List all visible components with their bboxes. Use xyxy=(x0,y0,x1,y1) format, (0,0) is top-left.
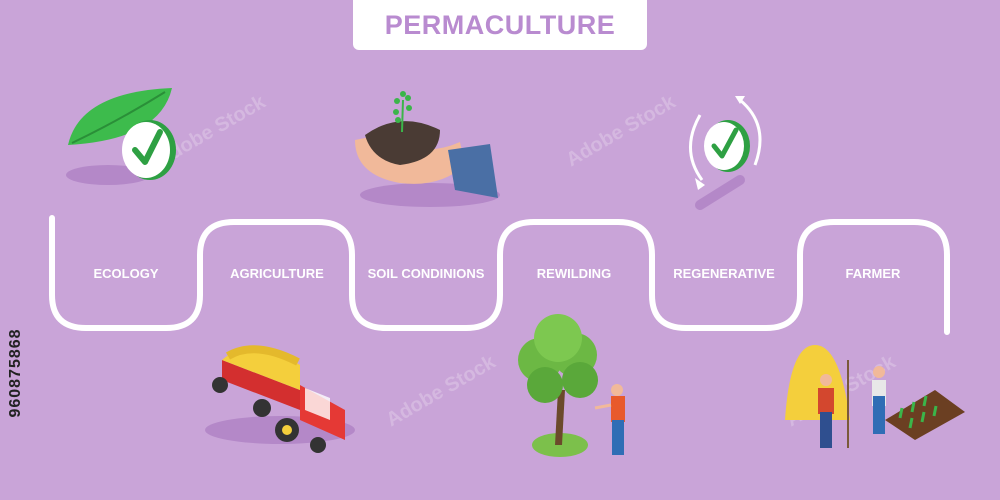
winding-path xyxy=(49,215,950,335)
tractor-icon xyxy=(205,345,355,453)
farmers-haystack-icon xyxy=(785,345,965,448)
stage-label-soil-conditions: SOIL CONDINIONS xyxy=(367,266,485,281)
stage-label-ecology: ECOLOGY xyxy=(93,266,159,281)
stage-label-regenerative: REGENERATIVE xyxy=(673,266,775,281)
stock-image-id: 960875868 xyxy=(6,258,26,488)
cycle-check-icon xyxy=(689,96,762,210)
stock-image-id-text: 960875868 xyxy=(7,328,24,418)
page-title: PERMACULTURE xyxy=(384,9,616,40)
title-box: PERMACULTURE xyxy=(353,0,647,50)
tree-man-icon xyxy=(518,314,625,457)
stage-label-agriculture: AGRICULTURE xyxy=(230,266,324,281)
stage-label-farmer: FARMER xyxy=(845,266,901,281)
hand-soil-sprout-icon xyxy=(355,91,500,207)
leaf-check-icon xyxy=(66,88,176,185)
stage-label-rewilding: REWILDING xyxy=(536,266,612,281)
